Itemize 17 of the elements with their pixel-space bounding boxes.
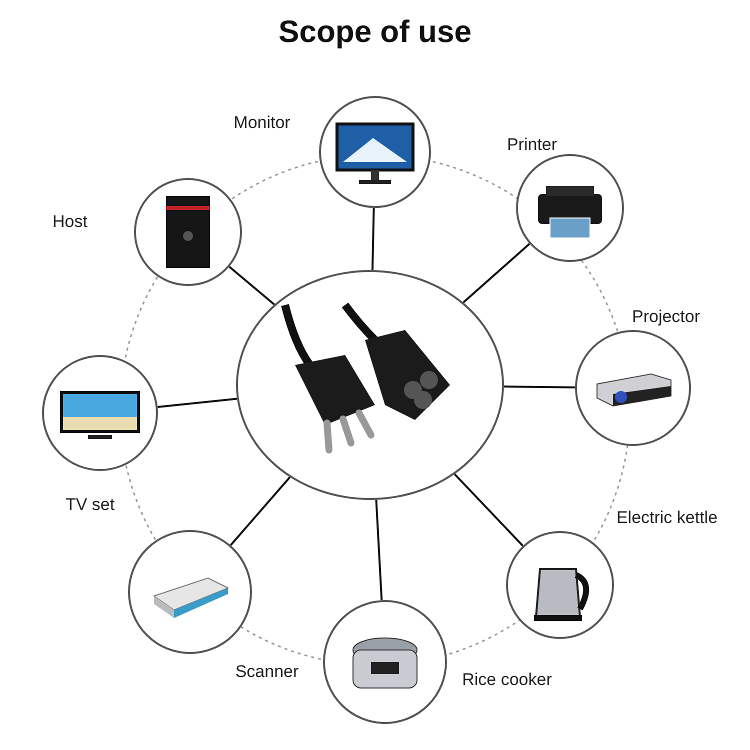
connector-line xyxy=(228,266,275,306)
device-label: Printer xyxy=(506,135,558,155)
device-label: Electric kettle xyxy=(616,508,718,528)
connector-line xyxy=(230,476,291,546)
title: Scope of use xyxy=(278,14,472,50)
connector-line xyxy=(462,243,530,304)
device-label: Scanner xyxy=(235,662,299,682)
device-label: Monitor xyxy=(234,113,290,133)
device-label: Rice cooker xyxy=(462,670,552,690)
connector-line xyxy=(504,386,576,388)
device-label: Projector xyxy=(632,307,700,327)
connector-line xyxy=(371,208,375,270)
connector-line xyxy=(375,500,383,600)
connector-line xyxy=(454,473,524,547)
device-label: TV set xyxy=(65,495,115,515)
device-label: Host xyxy=(52,212,88,232)
connector-line xyxy=(158,398,238,408)
